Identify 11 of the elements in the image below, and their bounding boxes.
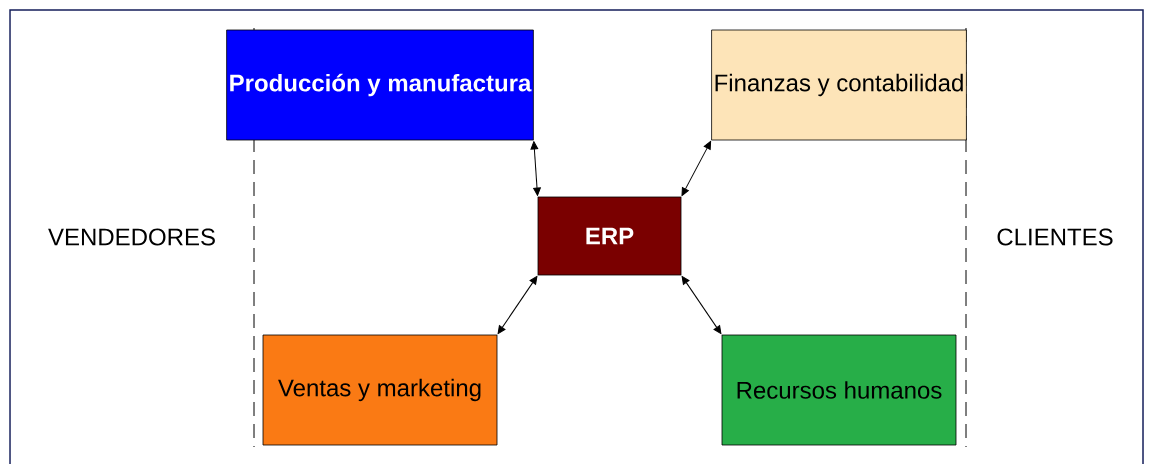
side-label: VENDEDORES — [48, 228, 215, 246]
process-box: Recursos humanos — [721, 334, 957, 446]
double-arrow — [681, 141, 712, 196]
side-label: CLIENTES — [997, 228, 1113, 246]
double-arrow — [530, 141, 541, 196]
double-arrow — [497, 275, 538, 335]
process-box: ERP — [537, 196, 682, 276]
process-box: Ventas y marketing — [262, 334, 498, 446]
process-box: Finanzas y contabilidad — [711, 29, 967, 141]
process-box: Producción y manufactura — [226, 29, 534, 141]
double-arrow — [681, 275, 722, 335]
